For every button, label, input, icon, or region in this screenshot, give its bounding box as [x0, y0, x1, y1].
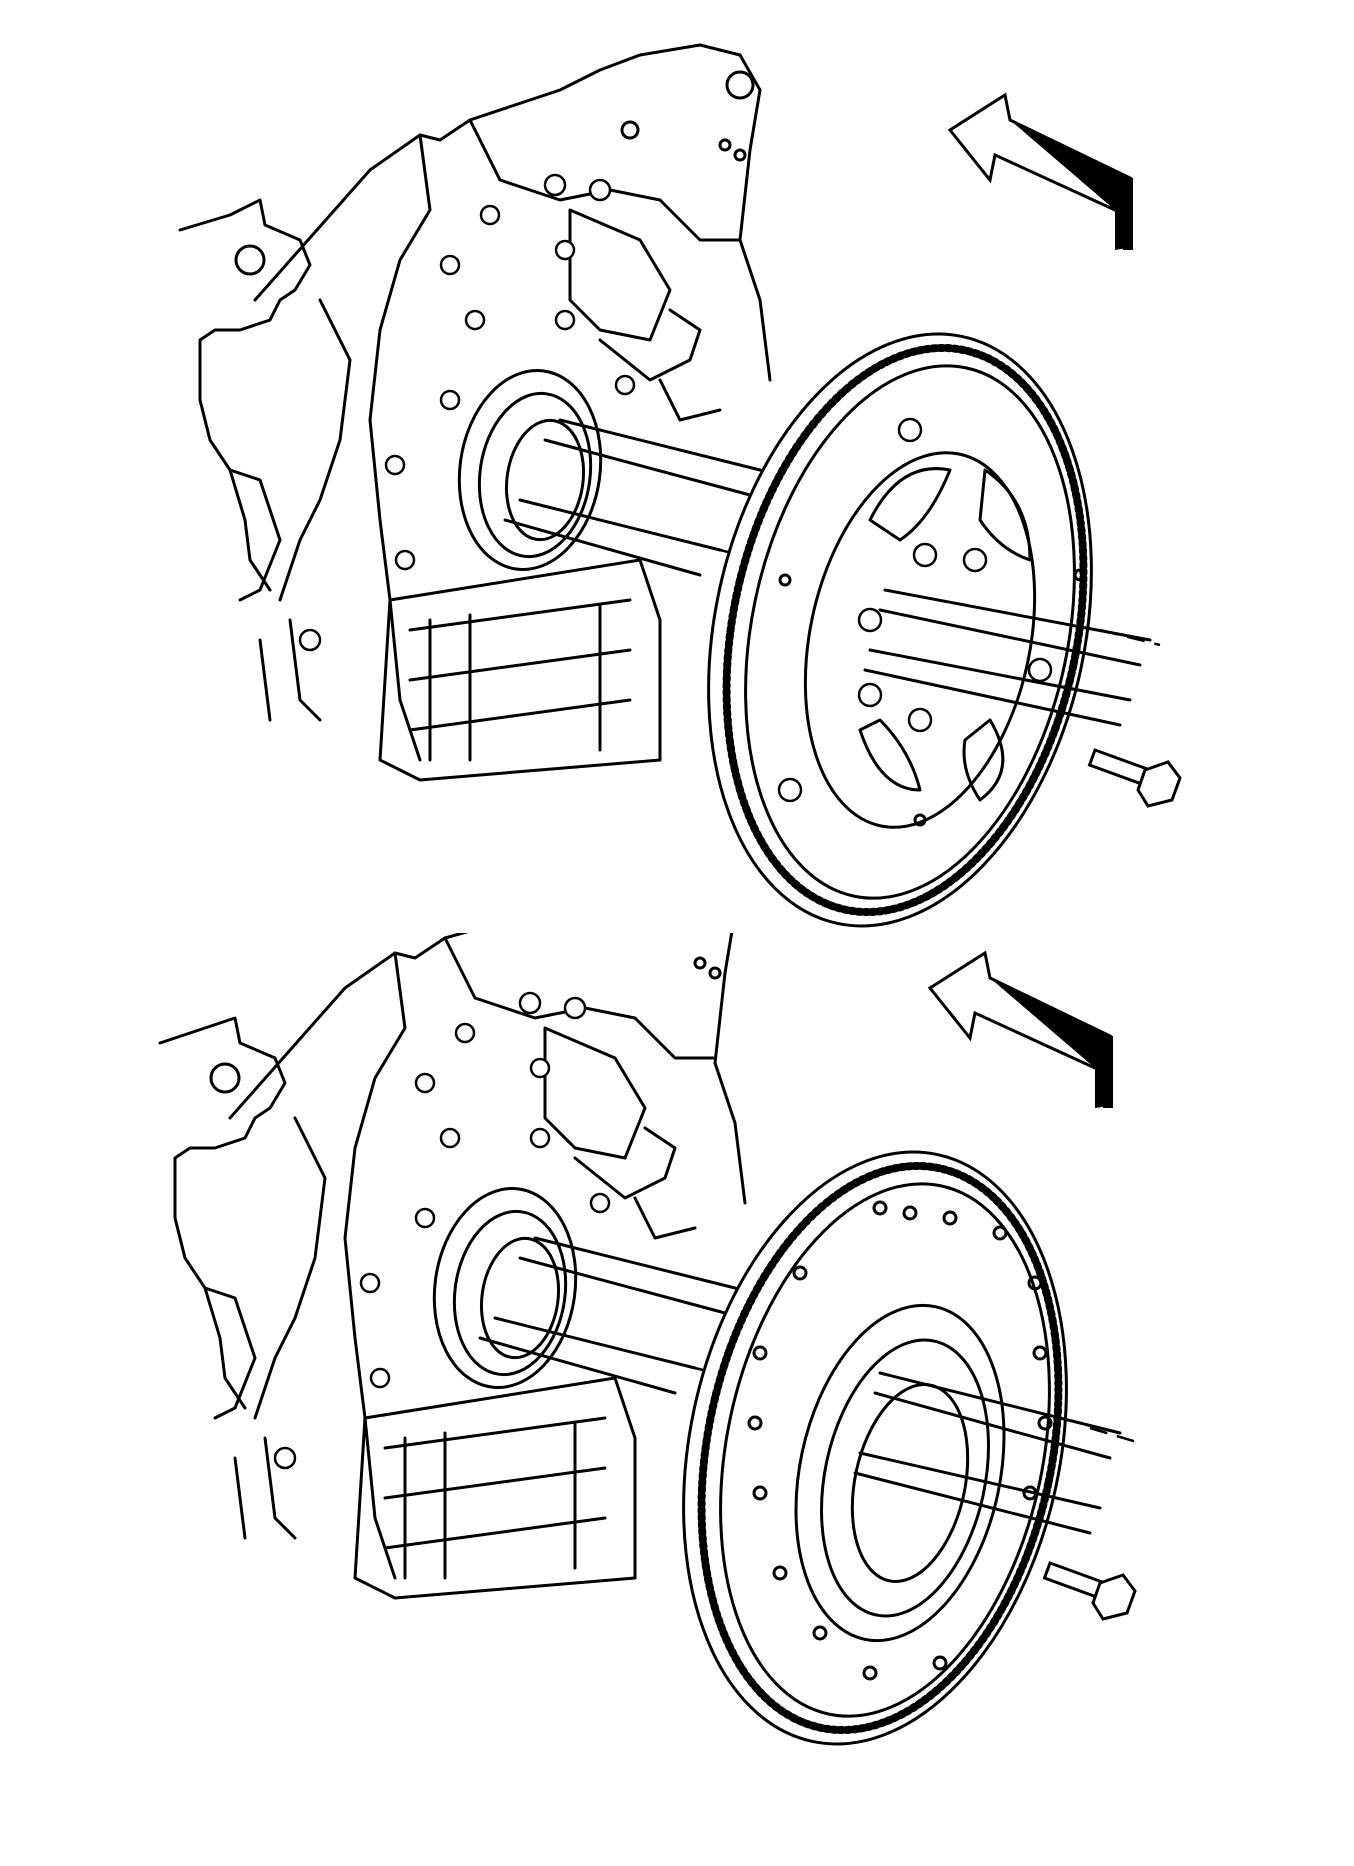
bolt-icon — [563, 996, 587, 1020]
flywheel-icon — [682, 1150, 1141, 1746]
bolt-icon — [912, 542, 938, 568]
flywheel-icon — [707, 332, 1182, 928]
bolt-icon — [414, 1072, 436, 1094]
crankshaft-seal — [432, 1186, 578, 1390]
direction-arrow-icon — [927, 950, 1113, 1108]
bolt-icon — [614, 374, 636, 396]
bolt-icon — [369, 1367, 391, 1389]
bolt-icon — [777, 777, 803, 803]
guide-pin-icon — [503, 418, 901, 592]
cover-bolts — [298, 173, 636, 652]
bolt-icon — [394, 549, 416, 571]
bolt-icon — [554, 309, 576, 331]
bolt-icon — [454, 1022, 476, 1044]
panel-flexplate-installation — [178, 43, 1182, 928]
bolt-icon — [1091, 1573, 1137, 1621]
bolt-icon — [439, 1127, 461, 1149]
bolt-icon — [384, 454, 406, 476]
bolt-icon — [554, 239, 576, 261]
bolt-icon — [414, 1207, 436, 1229]
bolt-icon — [589, 1192, 611, 1214]
bolt-icon — [857, 607, 883, 633]
bolt-icon — [464, 309, 486, 331]
bolt-icon — [543, 173, 567, 197]
bolt-icon — [479, 204, 501, 226]
bolt-icon — [962, 547, 988, 573]
bolt-icon — [298, 628, 322, 652]
ring-gear-icon — [682, 1150, 1068, 1746]
panel-2-drawing — [158, 933, 1141, 1746]
bolt-icon — [359, 1272, 381, 1294]
bolt-icon — [1027, 657, 1053, 683]
bolt-icon — [273, 1446, 297, 1470]
bolt-icon — [518, 991, 542, 1015]
direction-arrow-icon — [947, 92, 1133, 250]
bolt-icon — [857, 682, 883, 708]
bolt-icon — [588, 178, 612, 202]
bolt-icon — [1136, 760, 1182, 808]
bolt-icon — [439, 254, 461, 276]
cover-bolts — [273, 991, 611, 1470]
bolt-icon — [907, 707, 933, 733]
panel-1-drawing — [178, 43, 1182, 928]
bolt-icon — [439, 389, 461, 411]
bolt-icon — [897, 417, 923, 443]
bolt-icon — [529, 1127, 551, 1149]
panel-flywheel-installation — [0, 933, 1354, 1866]
crankshaft-seal — [457, 368, 603, 572]
engine-block-icon — [158, 933, 747, 1600]
engine-block-icon — [178, 43, 772, 782]
bolt-icon — [529, 1057, 551, 1079]
ring-gear-icon — [707, 332, 1093, 928]
